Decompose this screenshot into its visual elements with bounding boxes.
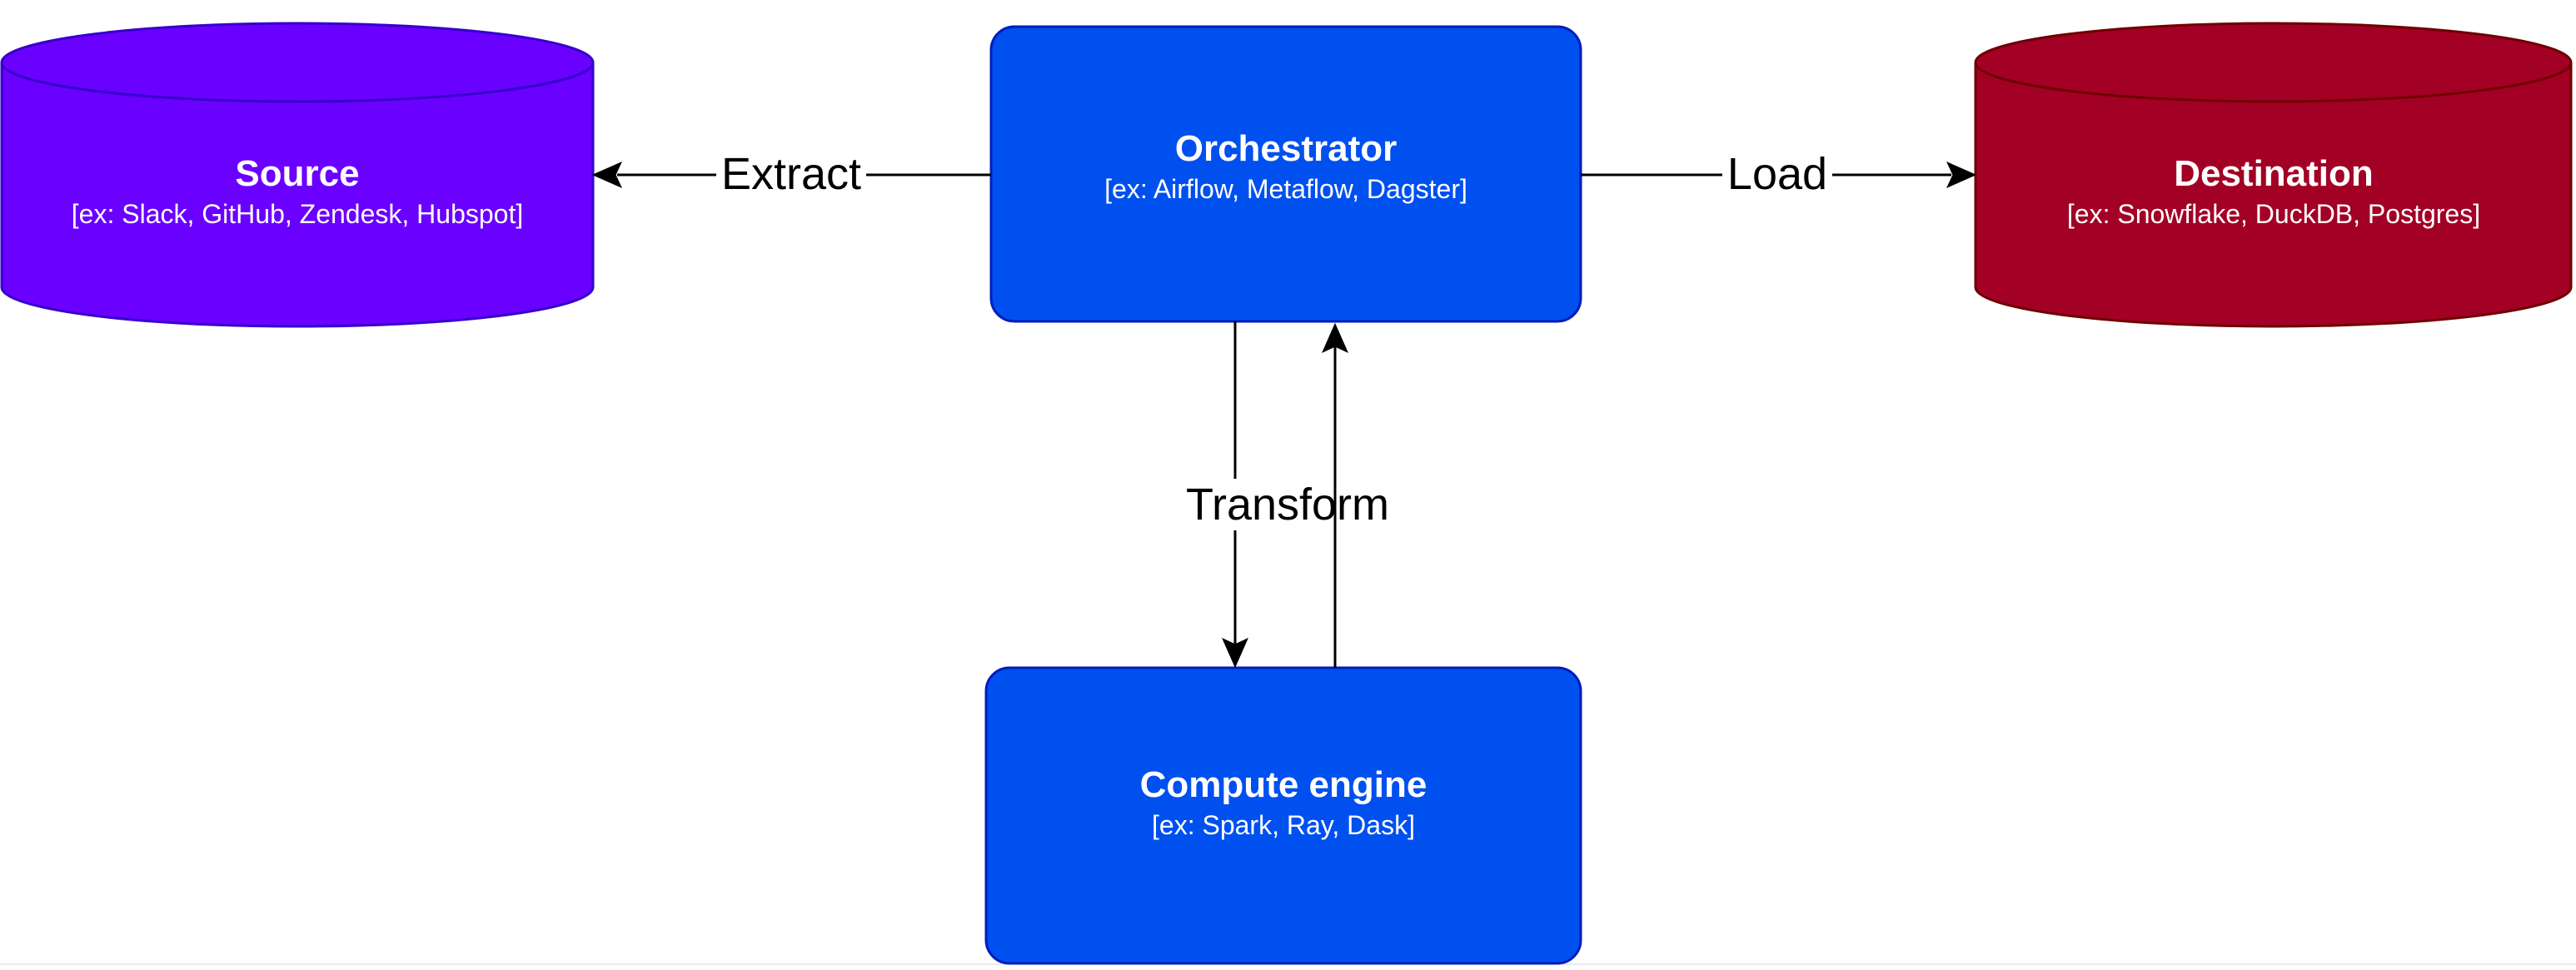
load-arrowhead-icon	[1946, 162, 1977, 188]
destination-cylinder-shape	[1974, 22, 2573, 328]
compute-engine-box-shape	[984, 666, 1582, 965]
destination-cylinder-rim	[1974, 62, 2573, 103]
source-cylinder-shape	[0, 22, 595, 328]
transform-up-arrow	[1322, 322, 1348, 668]
destination-cylinder-body	[1974, 22, 2573, 328]
transform-up-arrowhead-icon	[1322, 322, 1348, 354]
transform-down-arrowhead-icon	[1222, 637, 1248, 669]
source-cylinder-rim	[0, 62, 595, 103]
extract-arrowhead-icon	[591, 162, 623, 188]
source-cylinder-body	[0, 22, 595, 328]
